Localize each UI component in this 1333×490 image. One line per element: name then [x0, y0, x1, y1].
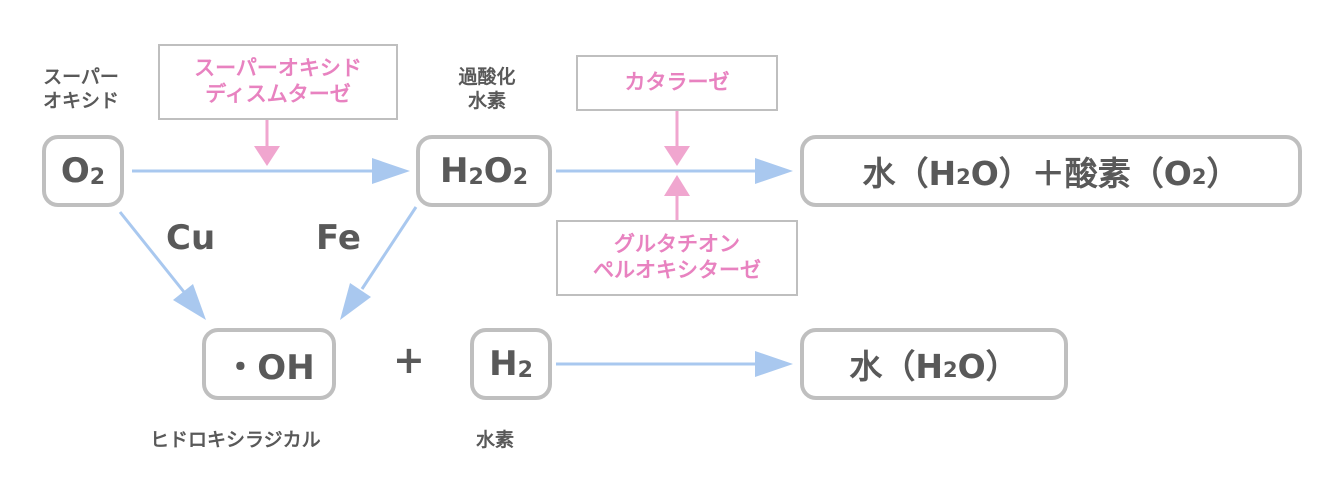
label-cu: Cu	[166, 218, 216, 258]
plus-sign: +	[393, 338, 425, 382]
arrow-gpx-enzyme	[664, 175, 690, 220]
enzyme-catalase: カタラーゼ	[576, 55, 778, 111]
label-superoxide: スーパー オキシド	[42, 66, 119, 112]
arrow-o2-to-h2o2	[132, 158, 410, 184]
label-hydrogen-peroxide: 過酸化 水素	[458, 66, 516, 112]
arrow-h2o2-to-oh	[340, 206, 418, 320]
node-hydroxyl-radical: ・OH	[202, 328, 336, 400]
label-fe: Fe	[316, 218, 361, 258]
arrow-o2-to-oh	[118, 211, 206, 320]
arrow-catalase-enzyme	[664, 111, 690, 166]
arrow-h2o2-to-water-oxygen	[556, 158, 793, 184]
label-hydrogen: 水素	[476, 429, 515, 451]
arrow-sod-enzyme	[254, 120, 280, 166]
enzyme-sod: スーパーオキシド ディスムターゼ	[158, 44, 398, 120]
arrow-h2-to-water	[556, 351, 793, 377]
label-hydroxyl-radical: ヒドロキシラジカル	[150, 429, 321, 451]
enzyme-gpx: グルタチオン ペルオキシターゼ	[556, 220, 798, 296]
